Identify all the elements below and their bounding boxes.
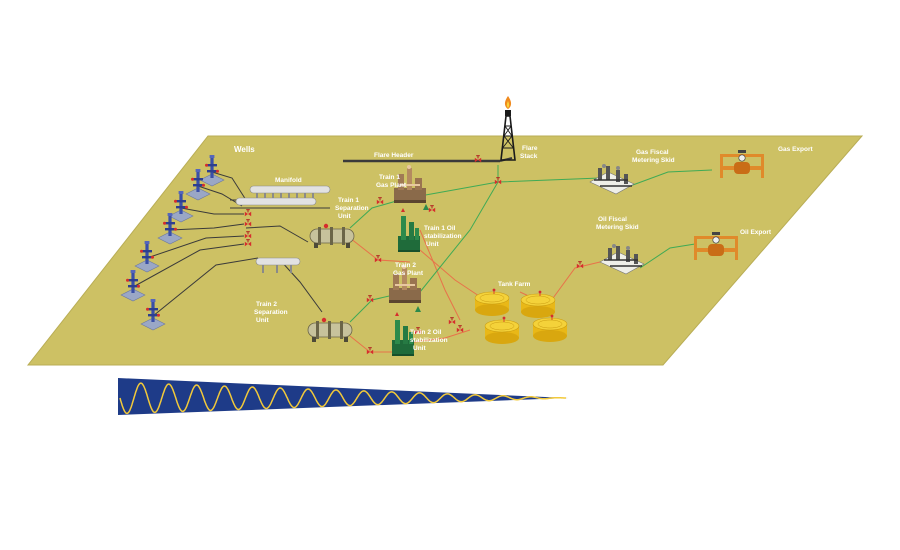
flare-stack-label-line2: Stack bbox=[520, 153, 538, 160]
train1-separation-label-line3: Unit bbox=[338, 213, 351, 220]
oil-fiscal-label-line1: Oil Fiscal bbox=[598, 216, 627, 223]
oil-export-label: Oil Export bbox=[740, 229, 772, 236]
train2-gas-plant-label-line1: Train 2 bbox=[395, 262, 416, 269]
train2-oil-stabilization-label-line3: Unit bbox=[413, 345, 426, 352]
train1-gas-plant-label-line2: Gas Plant bbox=[376, 182, 407, 189]
tank-farm-label: Tank Farm bbox=[498, 281, 531, 288]
flare-header-label: Flare Header bbox=[374, 152, 414, 159]
train2-oil-stabilization-label-line1: Train 2 Oil bbox=[410, 329, 442, 336]
flare-stack-label-line1: Flare bbox=[522, 145, 538, 152]
gas-fiscal-label-line1: Gas Fiscal bbox=[636, 149, 669, 156]
oil-fiscal-label-line2: Metering Skid bbox=[596, 224, 639, 231]
decaying-wave-graphic bbox=[118, 378, 568, 415]
train1-oil-stabilization-label-line3: Unit bbox=[426, 241, 439, 248]
train2-gas-plant-label-line2: Gas Plant bbox=[393, 270, 424, 277]
gas-export-label: Gas Export bbox=[778, 146, 814, 153]
train1-oil-stabilization-label-line1: Train 1 Oil bbox=[424, 225, 456, 232]
train2-separation-label-line2: Separation bbox=[254, 309, 288, 316]
site-ground-plane bbox=[26, 135, 864, 366]
train2-separation-label-line1: Train 2 bbox=[256, 301, 277, 308]
train1-separation-label-line1: Train 1 bbox=[338, 197, 359, 204]
train2-oil-stabilization-label-line2: stabilization bbox=[410, 337, 448, 344]
train2-separation-label-line3: Unit bbox=[256, 317, 269, 324]
manifold-header bbox=[235, 185, 331, 273]
train1-gas-plant-label-line1: Train 1 bbox=[379, 174, 400, 181]
wells-label: Wells bbox=[234, 145, 255, 154]
gas-fiscal-label-line2: Metering Skid bbox=[632, 157, 675, 164]
train1-separation-label-line2: Separation bbox=[335, 205, 369, 212]
flow-arrows bbox=[415, 204, 429, 312]
manifold-label: Manifold bbox=[275, 177, 302, 184]
diagram-labels: Wells Manifold Flare Header Flare Stack … bbox=[234, 145, 814, 352]
train1-oil-stabilization-label-line2: stabilization bbox=[424, 233, 462, 240]
